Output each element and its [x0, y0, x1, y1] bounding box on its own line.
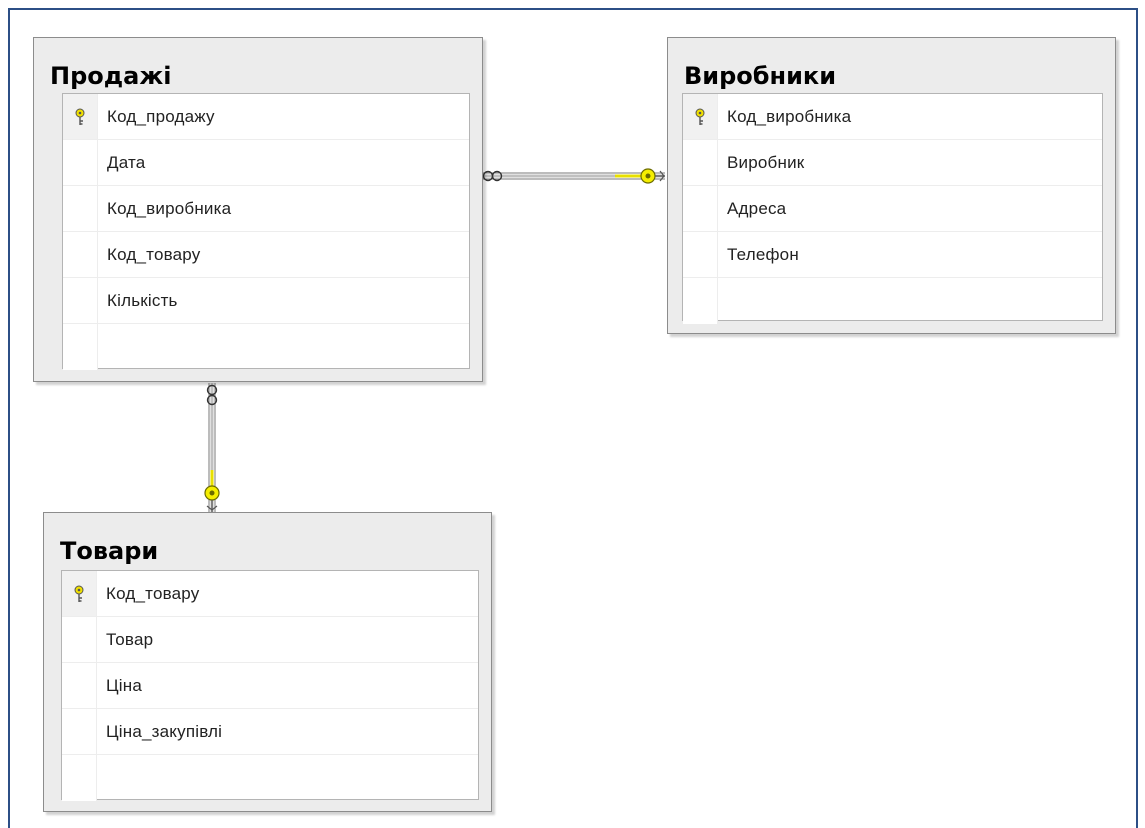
primary-key-icon: [695, 108, 705, 125]
field-name: Код_виробника: [107, 199, 232, 218]
empty-field-row[interactable]: [63, 324, 469, 370]
table-title: Продажі: [50, 62, 172, 90]
table-prodazhi[interactable]: Продажі Код_продажу Дата Код_виробника К…: [33, 37, 483, 382]
table-vyrobnyky[interactable]: Виробники Код_виробника Виробник Адреса …: [667, 37, 1116, 334]
field-name: Телефон: [727, 245, 799, 264]
primary-key-icon: [75, 108, 85, 125]
field-row[interactable]: Код_товару: [62, 571, 478, 617]
table-tovary[interactable]: Товари Код_товару Товар Ціна Ціна_закупі…: [43, 512, 492, 812]
field-name: Дата: [107, 153, 146, 172]
field-row[interactable]: Код_виробника: [683, 94, 1102, 140]
field-row[interactable]: Код_товару: [63, 232, 469, 278]
empty-field-row[interactable]: [683, 278, 1102, 324]
field-list: Код_виробника Виробник Адреса Телефон: [682, 93, 1103, 324]
field-row[interactable]: Кількість: [63, 278, 469, 324]
table-title: Товари: [60, 537, 159, 565]
field-list: Код_продажу Дата Код_виробника Код_товар…: [62, 93, 470, 370]
field-name: Ціна_закупівлі: [106, 722, 223, 741]
field-name: Виробник: [727, 153, 805, 172]
field-name: Кількість: [107, 291, 178, 310]
field-row[interactable]: Дата: [63, 140, 469, 186]
field-row[interactable]: Телефон: [683, 232, 1102, 278]
field-row[interactable]: Ціна_закупівлі: [62, 709, 478, 755]
empty-field-row[interactable]: [62, 755, 478, 801]
field-list: Код_товару Товар Ціна Ціна_закупівлі: [61, 570, 479, 801]
field-row[interactable]: Виробник: [683, 140, 1102, 186]
field-row[interactable]: Код_виробника: [63, 186, 469, 232]
field-name: Код_продажу: [107, 107, 215, 126]
field-row[interactable]: Адреса: [683, 186, 1102, 232]
field-name: Код_виробника: [727, 107, 852, 126]
field-name: Код_товару: [107, 245, 201, 264]
field-name: Код_товару: [106, 584, 200, 603]
field-row[interactable]: Код_продажу: [63, 94, 469, 140]
field-name: Товар: [106, 630, 154, 649]
field-name: Ціна: [106, 676, 142, 695]
field-row[interactable]: Товар: [62, 617, 478, 663]
diagram-canvas: [8, 8, 1138, 828]
field-name: Адреса: [727, 199, 787, 218]
primary-key-icon: [74, 585, 84, 602]
field-row[interactable]: Ціна: [62, 663, 478, 709]
table-title: Виробники: [684, 62, 837, 90]
